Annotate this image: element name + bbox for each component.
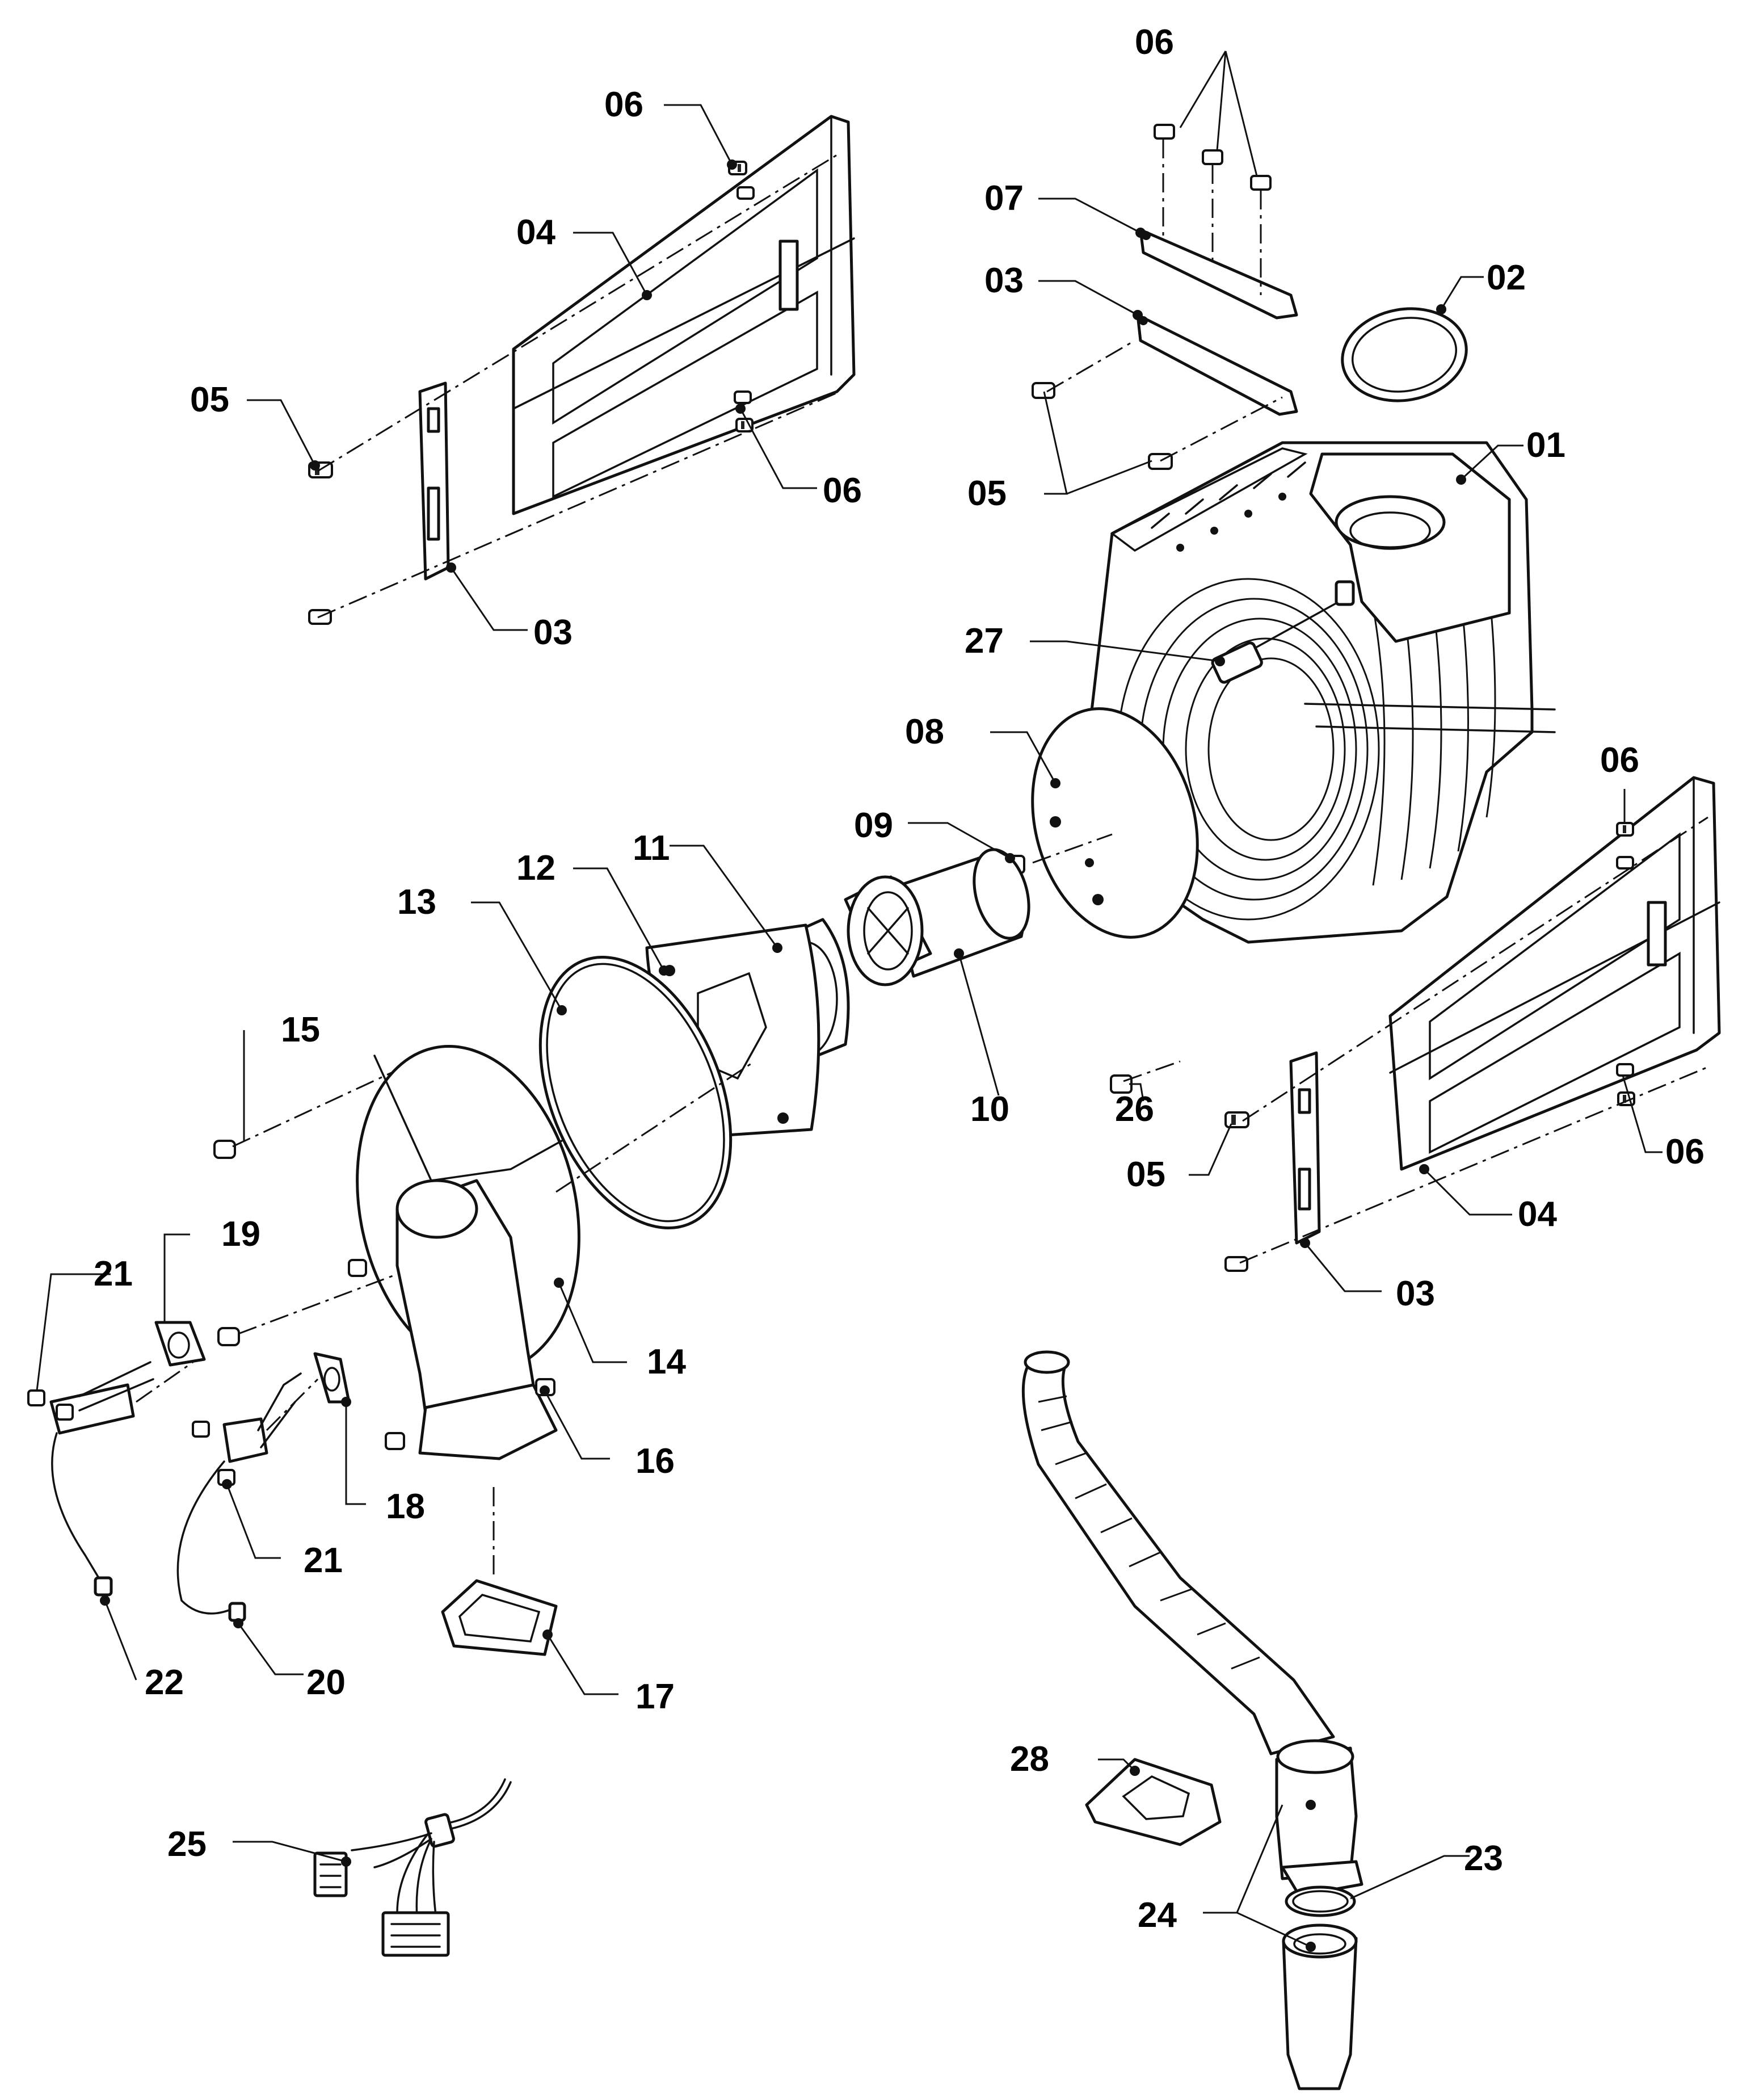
callout-17: 17 xyxy=(635,1677,675,1716)
callout-11: 11 xyxy=(633,829,670,868)
callout-06-mid-left: 06 xyxy=(823,471,862,510)
callout-01: 01 xyxy=(1526,426,1565,465)
callout-16: 16 xyxy=(635,1442,675,1481)
callout-03-right: 03 xyxy=(1396,1274,1435,1313)
screw-22-left xyxy=(56,1404,74,1421)
part-15-nut xyxy=(213,1140,236,1159)
callout-03-top: 03 xyxy=(984,261,1024,300)
leader-lines xyxy=(36,51,1663,1952)
callout-20: 20 xyxy=(306,1663,346,1702)
nut-fan-3 xyxy=(217,1327,240,1346)
part-03-rail-upper-left xyxy=(418,381,450,581)
callout-14: 14 xyxy=(647,1342,686,1381)
screw-upper-left-3 xyxy=(734,390,752,404)
screw-06-right-2 xyxy=(1616,856,1634,870)
screw-upper-left-2 xyxy=(736,186,755,200)
screw-05-right xyxy=(1224,1111,1249,1128)
callout-28: 28 xyxy=(1010,1740,1049,1779)
nut-fan-1 xyxy=(348,1259,367,1277)
screw-top-1 xyxy=(1154,124,1175,140)
screw-05-top-a xyxy=(1032,382,1055,399)
callout-06-right-bottom: 06 xyxy=(1665,1132,1705,1171)
callout-07: 07 xyxy=(984,179,1024,218)
callout-24: 24 xyxy=(1138,1896,1177,1935)
callout-06-top: 06 xyxy=(1135,23,1174,62)
callout-04-right: 04 xyxy=(1518,1195,1557,1234)
screw-06-right-1 xyxy=(1616,822,1634,837)
part-25-wiring-harness xyxy=(313,1778,512,1957)
part-24-condensate-trap xyxy=(1275,1739,1363,1897)
part-10-burner xyxy=(844,848,1030,986)
callout-06-right-top: 06 xyxy=(1600,741,1639,780)
part-14-fan-housing xyxy=(356,1045,580,1460)
part-24-condensate-hose xyxy=(1021,1350,1335,1755)
part-17-gasket xyxy=(441,1579,558,1656)
part-20-ionisation-electrode xyxy=(176,1372,302,1622)
callout-09: 09 xyxy=(854,806,893,845)
callout-08: 08 xyxy=(905,712,944,751)
part-24-trap-cup xyxy=(1282,1923,1358,2090)
callout-02: 02 xyxy=(1487,258,1526,297)
screw-top-3 xyxy=(1250,175,1272,191)
nut-fan-2 xyxy=(385,1432,405,1450)
part-27-sensor xyxy=(1211,580,1355,684)
screw-20-center xyxy=(192,1421,210,1438)
part-01-heat-exchanger xyxy=(1085,441,1556,944)
callout-05-top: 05 xyxy=(967,474,1007,513)
part-03-rail-right xyxy=(1289,1051,1321,1245)
callout-18: 18 xyxy=(386,1487,425,1526)
part-18-gasket xyxy=(313,1352,351,1404)
callout-22: 22 xyxy=(145,1663,184,1702)
callout-15: 15 xyxy=(281,1010,320,1049)
callout-21-left: 21 xyxy=(94,1254,133,1293)
callout-12: 12 xyxy=(516,849,555,888)
callout-25: 25 xyxy=(167,1825,207,1864)
part-08-insulation-disc xyxy=(1031,707,1199,939)
callout-13: 13 xyxy=(397,883,436,922)
part-07-bracket-top xyxy=(1139,228,1298,320)
part-28-bracket xyxy=(1085,1758,1222,1846)
callout-27: 27 xyxy=(965,621,1004,661)
callout-04-upper-left: 04 xyxy=(516,213,555,252)
callout-19: 19 xyxy=(221,1215,260,1254)
screw-right-lower xyxy=(1224,1256,1248,1272)
part-13-o-ring xyxy=(538,955,733,1230)
callout-21-center: 21 xyxy=(304,1541,343,1580)
callout-05-upper-left: 05 xyxy=(190,380,229,419)
callout-05-right: 05 xyxy=(1126,1155,1165,1194)
part-02-sealing-ring xyxy=(1341,307,1468,402)
part-19-gasket xyxy=(154,1321,206,1367)
callout-03-upper-left: 03 xyxy=(533,613,573,652)
callout-26: 26 xyxy=(1115,1090,1154,1129)
callout-labels: 06 06 04 07 03 02 05 06 05 01 03 27 08 0… xyxy=(94,23,1705,1935)
screw-top-2 xyxy=(1202,149,1223,165)
part-23-o-ring xyxy=(1285,1885,1356,1917)
screw-21-left xyxy=(27,1389,45,1406)
callout-23: 23 xyxy=(1464,1839,1503,1878)
part-04-side-panel-upper-left xyxy=(512,115,856,515)
part-22-ignition-electrode xyxy=(49,1361,154,1597)
part-04-side-panel-right xyxy=(1388,776,1721,1171)
part-03-bracket-top xyxy=(1136,313,1298,416)
callout-10: 10 xyxy=(970,1090,1009,1129)
screw-06-right-3 xyxy=(1616,1063,1634,1077)
callout-06-upper-left: 06 xyxy=(604,85,643,124)
